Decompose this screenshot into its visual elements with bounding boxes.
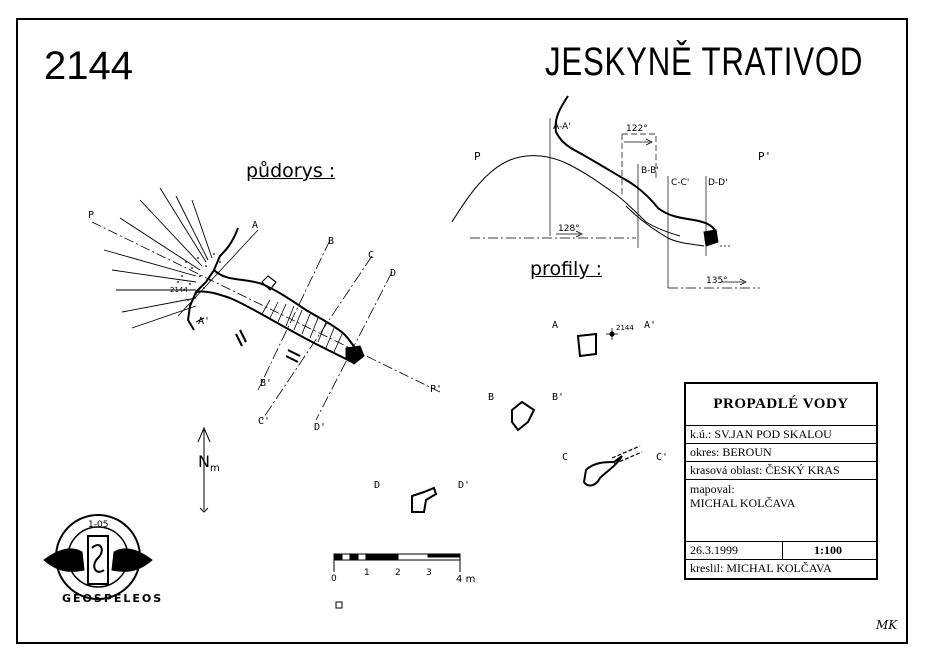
- geospeleos-logo: [43, 514, 153, 600]
- plan-label-c: C: [368, 250, 375, 261]
- north-label: Nm: [198, 452, 220, 475]
- profile-label-cc: C-C': [671, 178, 690, 188]
- cross-label-c2: C': [656, 452, 669, 463]
- plan-label: půdorys :: [246, 160, 336, 182]
- plan-label-d: D: [390, 268, 397, 279]
- title-block-ku: k.ú.: SV.JAN POD SKALOU: [686, 426, 876, 444]
- author-signature: MK: [876, 618, 898, 632]
- plan-label-c2: C': [258, 416, 271, 427]
- cross-label-b: B: [488, 392, 495, 403]
- title-block-okres: okres: BEROUN: [686, 444, 876, 462]
- profile-label-p2: P': [758, 150, 772, 163]
- profile-label-aa: A-A': [553, 122, 571, 132]
- title-block: PROPADLÉ VODY k.ú.: SV.JAN POD SKALOU ok…: [684, 382, 878, 580]
- cave-number: 2144: [44, 44, 133, 88]
- cross-label-d: D: [374, 480, 381, 491]
- title-block-oblast: krasová oblast: ČESKÝ KRAS: [686, 462, 876, 480]
- cross-label-d2: D': [458, 480, 471, 491]
- plan-label-a2: A': [198, 316, 211, 327]
- scale-tick-3: 3: [426, 568, 432, 578]
- north-arrow: [197, 426, 211, 513]
- plan-label-a: A: [252, 220, 259, 231]
- scale-tick-0: 0: [331, 574, 337, 584]
- cave-title: JESKYNĚ TRATIVOD: [545, 40, 864, 84]
- cross-label-a: A: [552, 320, 559, 331]
- plan-label-p: P: [88, 210, 95, 221]
- scale-bar: [333, 553, 461, 609]
- cross-label-a2: A': [644, 320, 657, 331]
- cross-label-b2: B': [552, 392, 565, 403]
- scale-tick-4: 4 m: [456, 574, 476, 585]
- plan-entrance-number: 2144: [170, 286, 188, 294]
- cross-mark-2144: 2144: [616, 324, 634, 332]
- plan-label-b: B: [328, 236, 335, 247]
- profiles-label: profily :: [530, 258, 603, 280]
- azimuth-122: 122°: [626, 124, 648, 134]
- map-frame: [16, 18, 908, 644]
- title-block-kreslil: kreslil: MICHAL KOLČAVA: [690, 561, 832, 575]
- title-block-mapoval: mapoval: MICHAL KOLČAVA: [686, 480, 876, 542]
- logo-mark: 1-05: [88, 520, 109, 530]
- title-block-name: PROPADLÉ VODY: [686, 384, 876, 426]
- mapoval-label: mapoval:: [690, 482, 735, 496]
- profile-label-p: P: [474, 150, 481, 163]
- azimuth-128: 128°: [558, 224, 580, 234]
- scale-tick-1: 1: [364, 568, 370, 578]
- logo-text: GEOSPELEOS: [62, 592, 164, 605]
- title-block-date-row: 26.3.1999 1:100: [686, 542, 876, 560]
- plan-view: [91, 187, 441, 421]
- title-block-date: 26.3.1999: [690, 543, 738, 557]
- cross-label-c: C: [562, 452, 569, 463]
- profile-label-dd: D-D': [708, 178, 728, 188]
- azimuth-135: 135°: [706, 276, 728, 286]
- scale-tick-2: 2: [395, 568, 401, 578]
- mapoval-name: MICHAL KOLČAVA: [690, 496, 796, 510]
- plan-label-p2: P': [430, 384, 443, 395]
- profile-label-bb: B-B': [641, 166, 659, 176]
- plan-label-b2: B': [260, 378, 273, 389]
- cross-sections: [411, 328, 643, 513]
- title-block-scale: 1:100: [814, 543, 842, 557]
- plan-label-d2: D': [314, 422, 327, 433]
- longitudinal-profile: [451, 95, 760, 289]
